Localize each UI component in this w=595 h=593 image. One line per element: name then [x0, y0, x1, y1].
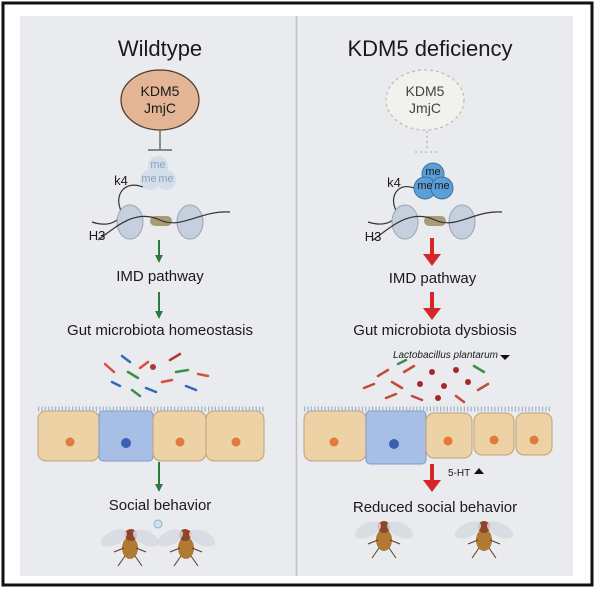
- nucleosome-right-a: [391, 204, 419, 240]
- left-step-imd: IMD pathway: [116, 268, 204, 285]
- dna-strand-left: [97, 211, 231, 241]
- right-title: KDM5 deficiency: [347, 36, 513, 61]
- dna-strand-right: [372, 211, 503, 241]
- pheromone-bubble: [153, 519, 163, 529]
- fly-left-1: [100, 529, 160, 567]
- arrow-right-3: [423, 464, 441, 492]
- left-k4-label: k4: [114, 173, 128, 188]
- right-step-social: Reduced social behavior: [352, 499, 518, 516]
- epithelium-left: [37, 406, 265, 462]
- fly-left-2: [156, 529, 216, 567]
- fly-right-2: [454, 521, 514, 559]
- right-bacteria-label: Lactobacillus plantarum: [392, 350, 498, 361]
- right-me-2: me: [417, 180, 433, 192]
- left-step-social: Social behavior: [108, 497, 212, 514]
- nucleosome-left-a: [116, 204, 144, 240]
- decrease-triangle: [500, 355, 510, 360]
- left-step-microbiota: Gut microbiota homeostasis: [67, 322, 253, 339]
- kdm5-enzyme-right-faded: [385, 69, 465, 131]
- fly-right-1: [354, 521, 414, 559]
- methyl-cluster-faded: [140, 156, 176, 190]
- arrow-right-1: [423, 238, 441, 266]
- methyl-cluster: [413, 162, 454, 200]
- linker-right: [424, 216, 446, 226]
- left-enzyme-line2: JmjC: [144, 100, 176, 116]
- histone-tail-right: [367, 186, 415, 225]
- right-enzyme-line1: KDM5: [405, 83, 445, 99]
- histone-tail-left: [91, 184, 144, 225]
- arrow-right-2: [423, 292, 441, 320]
- increase-triangle: [474, 468, 484, 474]
- right-step-imd: IMD pathway: [388, 270, 477, 287]
- right-step-microbiota: Gut microbiota dysbiosis: [353, 322, 517, 339]
- left-me-1: me: [150, 159, 166, 171]
- nucleosome-right-b: [448, 204, 476, 240]
- bacteria-right: [362, 358, 490, 404]
- left-h3-label: H3: [88, 228, 106, 243]
- epithelium-right: [303, 406, 553, 465]
- left-me-2: me: [141, 173, 157, 185]
- left-enzyme-line1: KDM5: [140, 83, 180, 99]
- right-me-3: me: [434, 180, 450, 192]
- bacteria-left: [103, 352, 210, 398]
- left-title: Wildtype: [117, 36, 203, 61]
- left-me-3: me: [158, 173, 174, 185]
- right-enzyme-line2: JmjC: [409, 100, 441, 116]
- right-k4-label: k4: [387, 175, 401, 190]
- right-h3-label: H3: [364, 229, 382, 244]
- right-me-1: me: [425, 166, 441, 178]
- right-serotonin-label: 5-HT: [448, 468, 471, 479]
